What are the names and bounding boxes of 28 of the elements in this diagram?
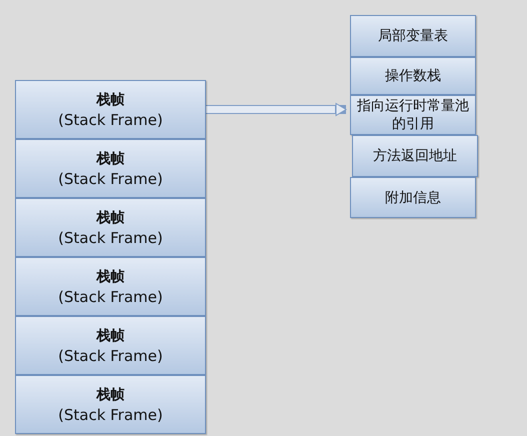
frame-part-box [350, 177, 476, 218]
frame-subtitle: (Stack Frame) [58, 110, 163, 130]
stack-frame-box [15, 80, 206, 139]
frame-subtitle: (Stack Frame) [58, 286, 163, 306]
frame-title: 栈帧 [96, 208, 124, 228]
part-label: 附加信息 [385, 188, 441, 206]
frame-part-box [350, 57, 476, 95]
stack-frame-box [15, 198, 206, 257]
stack-frame-box [15, 316, 206, 375]
part-label: 指向运行时常量池的引用 [356, 97, 470, 133]
frame-part-box [350, 15, 476, 57]
stack-frame-box [15, 375, 206, 434]
frame-part-box [350, 95, 476, 135]
part-label: 局部变量表 [378, 27, 448, 45]
frame-title: 栈帧 [96, 326, 124, 346]
stack-frame-box [15, 139, 206, 198]
frame-part-box [352, 135, 478, 177]
frame-title: 栈帧 [96, 386, 124, 404]
frame-title: 栈帧 [96, 90, 124, 110]
frame-subtitle: (Stack Frame) [58, 168, 163, 188]
frame-title: 栈帧 [96, 150, 124, 168]
frame-subtitle: (Stack Frame) [58, 346, 163, 366]
part-label: 操作数栈 [385, 67, 441, 85]
frame-title: 栈帧 [96, 268, 124, 286]
frame-subtitle: (Stack Frame) [58, 228, 163, 248]
stack-frame-box [15, 257, 206, 316]
part-label: 方法返回地址 [373, 147, 457, 165]
frame-subtitle: (Stack Frame) [58, 404, 163, 424]
